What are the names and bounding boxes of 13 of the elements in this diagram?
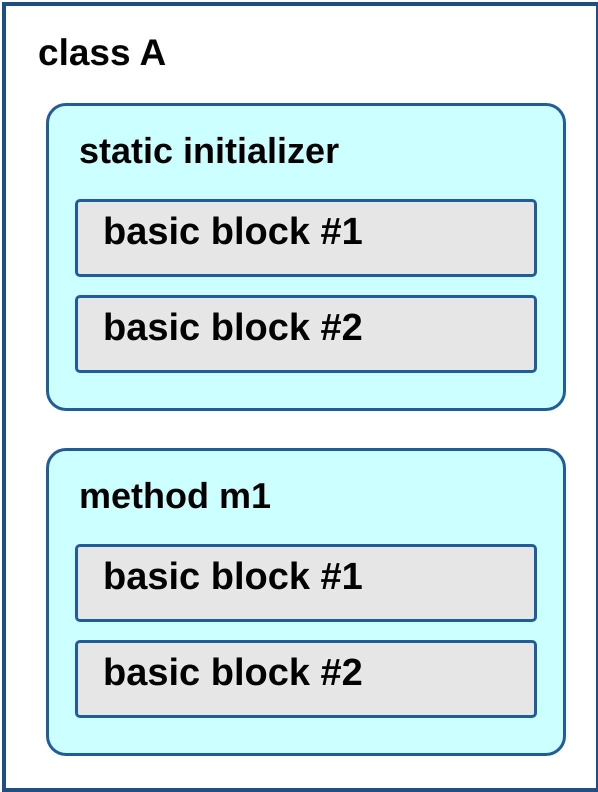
block-label: basic block #2	[103, 309, 363, 347]
method-group-box	[46, 103, 566, 411]
basic-block-box	[75, 640, 537, 718]
basic-block-box	[75, 544, 537, 622]
group-title: static initializer	[79, 133, 340, 169]
method-group-box	[46, 448, 566, 756]
block-label: basic block #1	[103, 213, 363, 251]
group-title: method m1	[79, 478, 272, 514]
block-label: basic block #1	[103, 558, 363, 596]
block-label: basic block #2	[103, 654, 363, 692]
class-title: class A	[38, 34, 166, 71]
basic-block-box	[75, 199, 537, 277]
basic-block-box	[75, 295, 537, 373]
